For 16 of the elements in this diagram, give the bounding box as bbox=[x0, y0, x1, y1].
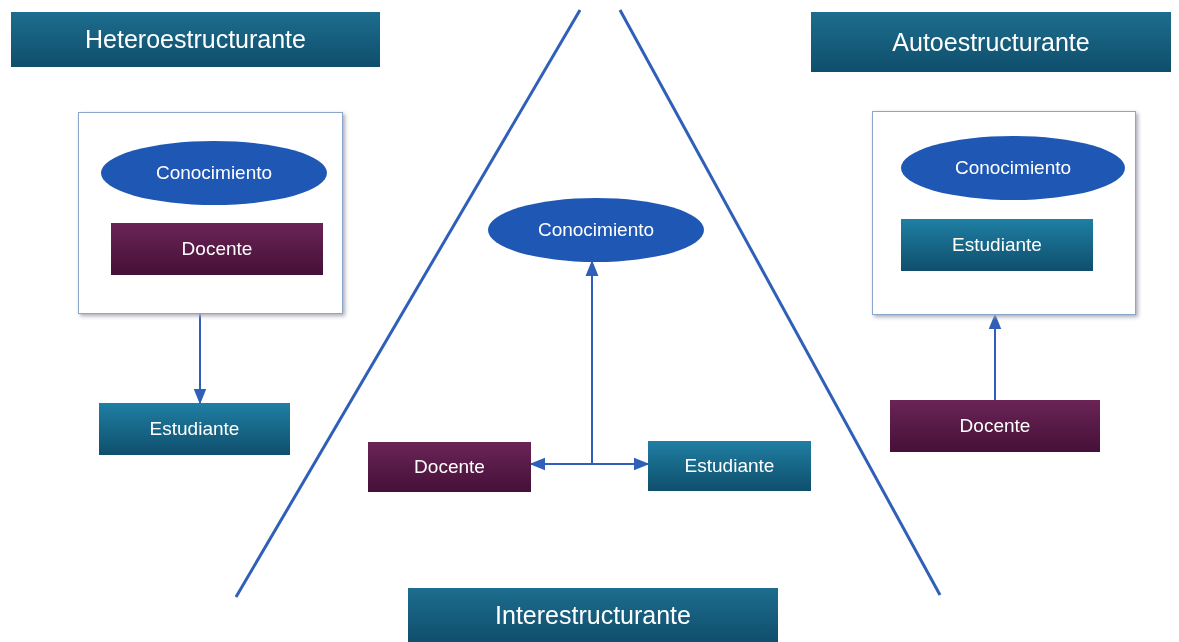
process-box: Estudiante bbox=[99, 403, 290, 455]
process-box: Estudiante bbox=[648, 441, 811, 491]
process-box: Docente bbox=[890, 400, 1100, 452]
arrow bbox=[988, 313, 1002, 401]
process-box: Docente bbox=[111, 223, 323, 275]
process-box: Estudiante bbox=[901, 219, 1093, 271]
ellipse-node: Conocimiento bbox=[901, 136, 1125, 200]
ellipse-node: Conocimiento bbox=[101, 141, 327, 205]
title-banner: Autoestructurante bbox=[811, 12, 1171, 72]
process-box: Docente bbox=[368, 442, 531, 492]
title-banner: Heteroestructurante bbox=[11, 12, 380, 67]
arrow bbox=[193, 313, 207, 405]
panel-box bbox=[872, 111, 1136, 315]
title-banner: Interestructurante bbox=[408, 588, 778, 642]
panel-box bbox=[78, 112, 343, 314]
ellipse-node: Conocimiento bbox=[488, 198, 704, 262]
